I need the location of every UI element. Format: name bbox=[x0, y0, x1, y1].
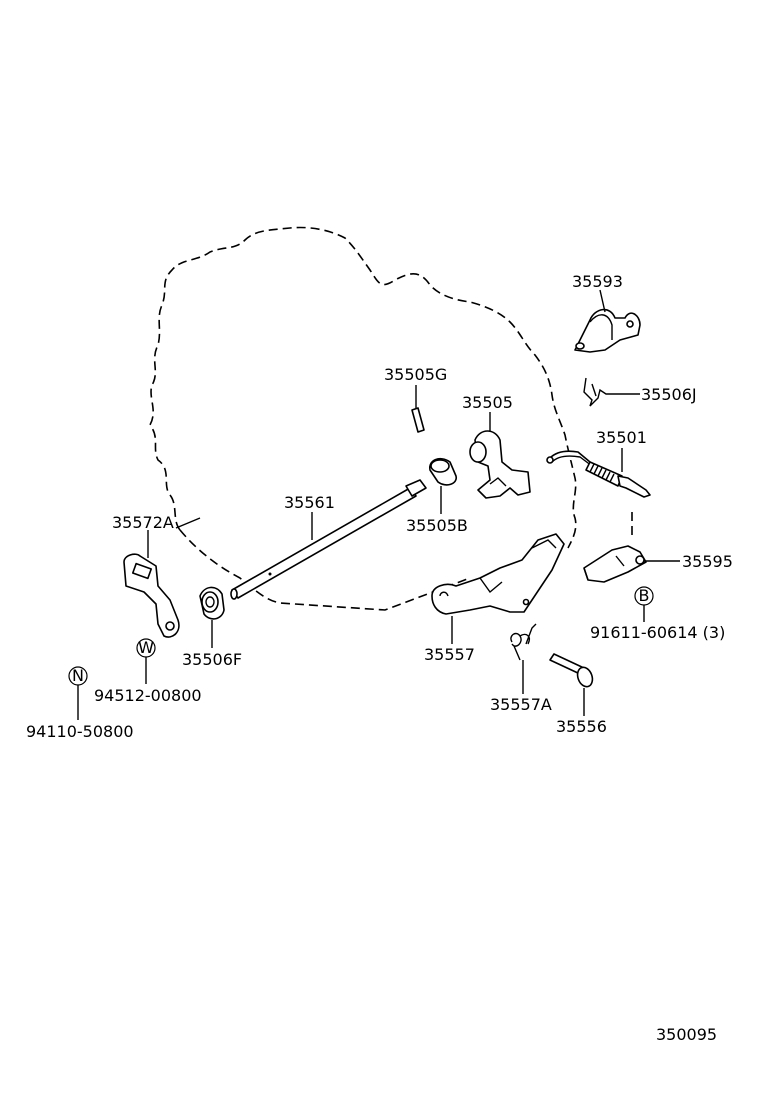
lever-35505 bbox=[469, 430, 531, 499]
label-35561: 35561 bbox=[284, 493, 335, 512]
label-35593: 35593 bbox=[572, 272, 623, 291]
label-35506F: 35506F bbox=[182, 650, 242, 669]
label-94110: 94110-50800 bbox=[26, 722, 134, 741]
shaft-35561 bbox=[230, 479, 427, 600]
pin-35556 bbox=[549, 653, 594, 688]
lever-plate-35572A bbox=[123, 553, 180, 638]
label-35557A: 35557A bbox=[490, 695, 552, 714]
label-35505G: 35505G bbox=[384, 365, 447, 384]
bracket-35595 bbox=[583, 545, 647, 583]
label-35572A: 35572A bbox=[112, 513, 174, 532]
housing-inner-step bbox=[175, 517, 201, 529]
label-91611: 91611-60614 (3) bbox=[590, 623, 725, 642]
housing-lower-edge bbox=[179, 529, 471, 611]
pin-35505G bbox=[411, 407, 425, 433]
seal-35506F bbox=[199, 586, 225, 620]
label-94512: 94512-00800 bbox=[94, 686, 202, 705]
marker-b-letter: B bbox=[639, 586, 650, 605]
label-35506J: 35506J bbox=[641, 385, 697, 404]
spring-35557A bbox=[510, 623, 537, 661]
label-35505: 35505 bbox=[462, 393, 513, 412]
label-35501: 35501 bbox=[596, 428, 647, 447]
label-35556: 35556 bbox=[556, 717, 607, 736]
label-35505B: 35505B bbox=[406, 516, 468, 535]
bushing-35505B bbox=[429, 458, 457, 486]
clip-35506J bbox=[583, 377, 612, 407]
diagram-id: 350095 bbox=[656, 1025, 717, 1044]
label-35595: 35595 bbox=[682, 552, 733, 571]
marker-n-letter: N bbox=[72, 666, 84, 685]
label-35557: 35557 bbox=[424, 645, 475, 664]
selector-lever-35557 bbox=[431, 533, 565, 615]
cable-35501 bbox=[546, 450, 651, 498]
marker-w-letter: W bbox=[138, 638, 154, 657]
bracket-35593 bbox=[574, 308, 641, 353]
leader-35593 bbox=[599, 289, 606, 313]
transmission-housing-outline bbox=[149, 226, 577, 549]
